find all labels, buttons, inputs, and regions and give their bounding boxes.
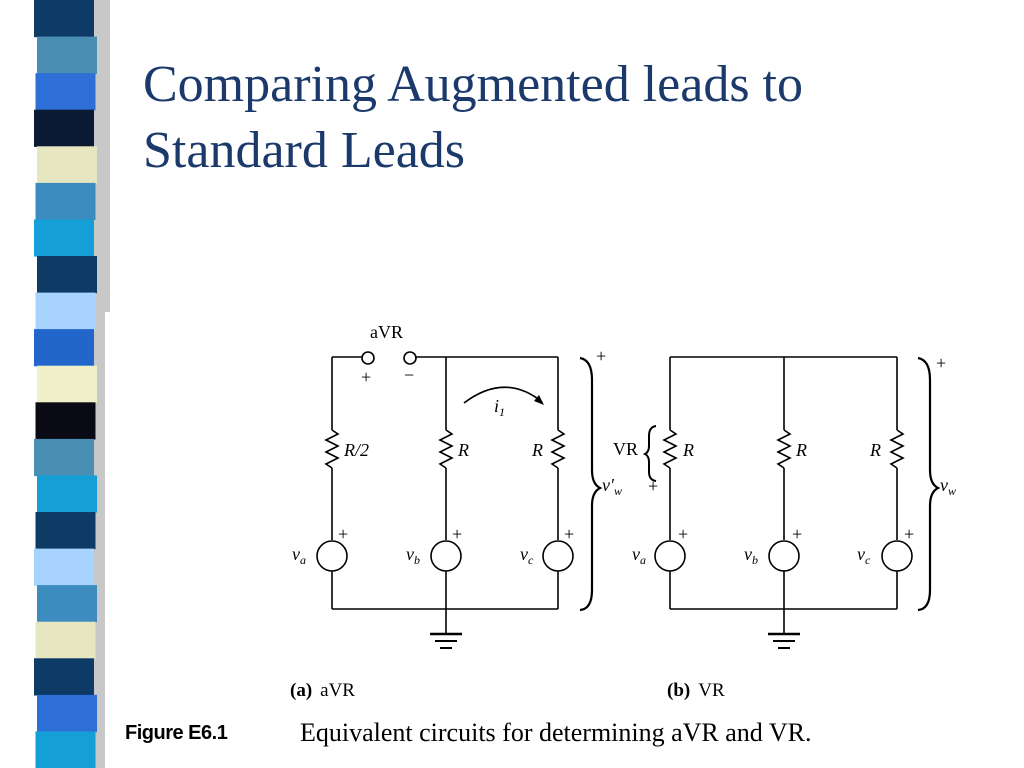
- source-label-vc-b: vc: [857, 544, 871, 567]
- source-vc-b: [881, 540, 913, 572]
- resistor-label-r-c: R: [531, 440, 543, 460]
- output-plus-b: +: [936, 353, 946, 373]
- figure-caption-text: Equivalent circuits for determining aVR …: [300, 718, 812, 747]
- stripe-block: [34, 219, 94, 257]
- output-label-a: v′w: [602, 475, 622, 498]
- source-plus-vb-b: +: [792, 524, 802, 544]
- source-plus-va: +: [338, 524, 348, 544]
- ground-symbol-a: [430, 632, 462, 649]
- source-label-vc: vc: [520, 544, 534, 567]
- subcaption-b: (b)VR: [667, 680, 725, 701]
- slide-title: Comparing Augmented leads to Standard Le…: [143, 52, 1003, 184]
- resistor-label-r-half: R/2: [343, 440, 369, 460]
- circuit-diagram: aVR + − i1 R/2 R R + + + va vb vc + v′w …: [290, 322, 956, 701]
- decorative-stripe: [34, 0, 110, 768]
- source-va: [316, 540, 348, 572]
- title-line-2: Standard Leads: [143, 122, 466, 179]
- circuit-b: [642, 356, 941, 649]
- source-vc: [542, 540, 574, 572]
- resistor-r-b: [438, 429, 454, 469]
- stripe-block: [34, 548, 94, 586]
- resistor-r-half: [324, 429, 340, 469]
- title-line-1: Comparing Augmented leads to: [143, 56, 804, 113]
- resistor-label-r-a-b: R: [682, 440, 694, 460]
- source-plus-vb: +: [452, 524, 462, 544]
- source-vb: [430, 540, 462, 572]
- source-vb-b: [768, 540, 800, 572]
- vr-plus-sign: +: [648, 476, 658, 496]
- resistor-r-c: [550, 429, 566, 469]
- stripe-block: [37, 694, 97, 733]
- output-label-b: vw: [940, 475, 956, 498]
- figure-panel: aVR + − i1 R/2 R R + + + va vb vc + v′w …: [105, 312, 1024, 768]
- stripe-block: [37, 475, 97, 513]
- stripe-block: [34, 0, 94, 38]
- current-arrow: [463, 386, 543, 404]
- stripe-block: [35, 402, 96, 440]
- stripe-block: [37, 36, 97, 74]
- terminal-plus-sign: +: [361, 367, 371, 387]
- stripe-block: [37, 585, 97, 623]
- source-label-vb-b: vb: [744, 544, 758, 567]
- vr-label: VR: [613, 439, 638, 459]
- stripe-block: [34, 109, 94, 147]
- stripe-block: [35, 182, 96, 221]
- source-va-b: [654, 540, 686, 572]
- stripe-block: [35, 292, 96, 330]
- ground-symbol-b: [768, 632, 800, 649]
- stripe-block: [34, 438, 94, 477]
- stripe-block: [34, 658, 94, 696]
- resistor-r-a-b: [662, 429, 678, 469]
- resistor-label-r-c-b: R: [869, 440, 881, 460]
- terminal-plus-node: [361, 351, 375, 365]
- output-brace-b: [917, 356, 941, 612]
- terminal-minus-node: [403, 351, 417, 365]
- resistor-r-c-b: [889, 429, 905, 469]
- stripe-block: [35, 512, 96, 550]
- source-plus-vc-b: +: [904, 524, 914, 544]
- subcaption-a: (a)aVR: [290, 680, 355, 701]
- resistor-label-r-b-b: R: [795, 440, 807, 460]
- stripe-block: [34, 329, 94, 367]
- vr-brace: [642, 425, 657, 482]
- source-label-va: va: [292, 544, 306, 567]
- avr-terminal-label: aVR: [370, 322, 403, 342]
- terminal-minus-sign: −: [404, 365, 414, 385]
- figure-caption-label: Figure E6.1: [125, 722, 228, 744]
- stripe-block: [37, 146, 97, 184]
- resistor-label-r-b: R: [457, 440, 469, 460]
- output-brace-a: [579, 356, 603, 612]
- source-plus-va-b: +: [678, 524, 688, 544]
- current-label: i1: [494, 396, 505, 419]
- stripe-block: [35, 73, 96, 111]
- source-plus-vc: +: [564, 524, 574, 544]
- circuit-a: [316, 351, 603, 649]
- stripe-block: [37, 365, 97, 403]
- stripe-block: [35, 621, 96, 659]
- resistor-r-b-b: [776, 429, 792, 469]
- output-plus-a: +: [596, 346, 606, 366]
- stripe-block: [37, 256, 97, 294]
- stripe-block: [35, 731, 96, 768]
- source-label-vb: vb: [406, 544, 420, 567]
- source-label-va-b: va: [632, 544, 646, 567]
